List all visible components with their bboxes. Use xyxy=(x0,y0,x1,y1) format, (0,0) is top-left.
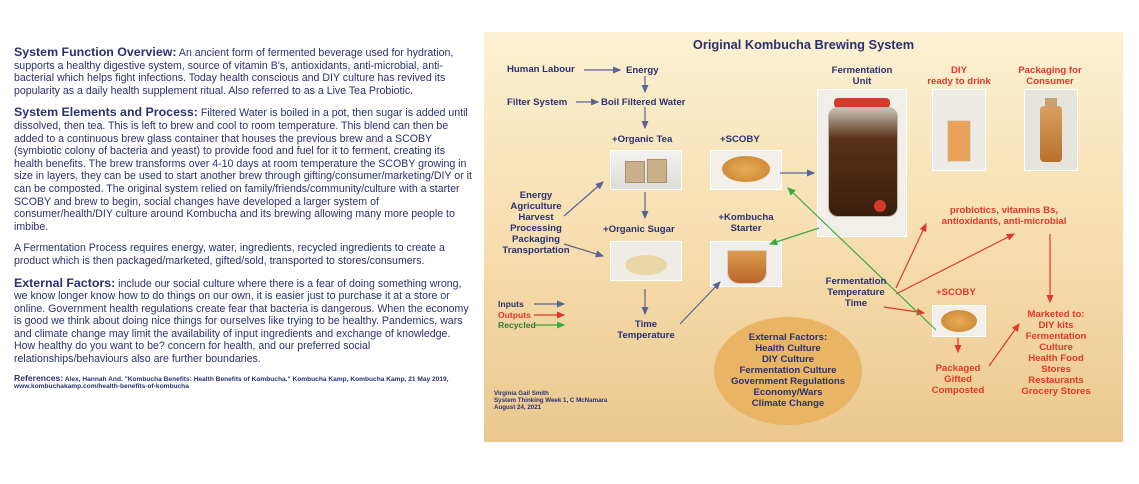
overview-heading: System Function Overview: xyxy=(14,45,177,59)
process-paragraph: A Fermentation Process requires energy, … xyxy=(14,242,445,267)
ferm-temp-time-line1: Fermentation xyxy=(825,276,887,287)
arrow-time-starter xyxy=(679,281,721,325)
packaging-consumer-label: Packaging for Consumer xyxy=(1008,65,1092,87)
arrow-recycled-starter xyxy=(768,227,820,246)
marketed-item: Stores xyxy=(1041,364,1071,375)
packaged-item: Gifted xyxy=(944,374,972,385)
references: References: Alex, Hannah And. "Kombucha … xyxy=(14,372,474,391)
marketed-item: Restaurants xyxy=(1028,375,1084,386)
fermentation-unit-line2: Unit xyxy=(852,76,872,87)
packaging-consumer-line1: Packaging for xyxy=(1018,65,1082,76)
time-temp-line1: Time xyxy=(634,319,658,330)
references-heading: References: xyxy=(14,372,64,383)
energy-label: Energy xyxy=(626,65,659,76)
organic-sugar-label: +Organic Sugar xyxy=(603,224,675,235)
external-factor-item: Government Regulations xyxy=(730,376,846,387)
kombucha-starter-label: +Kombucha Starter xyxy=(708,212,784,234)
tea-bags-photo xyxy=(610,150,682,190)
benefits-line1: probiotics, vitamins Bs, xyxy=(949,205,1059,216)
kombucha-starter-photo xyxy=(710,241,782,287)
marketed-item: Marketed to: xyxy=(1027,309,1085,320)
fermentation-unit-label: Fermentation Unit xyxy=(814,65,910,87)
sugar-photo xyxy=(610,241,682,281)
description-column: System Function Overview: An ancient for… xyxy=(14,46,474,400)
diy-glass-photo xyxy=(932,89,986,171)
overview-text: An ancient form of fermented beverage us… xyxy=(14,47,454,97)
external-heading: External Factors: xyxy=(14,275,116,290)
time-temp-label: Time Temperature xyxy=(614,319,678,341)
input-item: Transportation xyxy=(502,245,570,256)
flow-arrows xyxy=(534,66,1054,367)
benefits-line2: antioxidants, anti-microbial xyxy=(941,216,1067,227)
kombucha-starter-line2: Starter xyxy=(730,223,762,234)
marketed-item: Fermentation xyxy=(1025,331,1087,342)
packaged-item: Packaged xyxy=(935,363,981,374)
organic-tea-label: +Organic Tea xyxy=(612,134,673,145)
marketed-item: Culture xyxy=(1039,342,1073,353)
external-factor-item: Fermentation Culture xyxy=(739,365,837,376)
arrow-recycled-scoby xyxy=(787,187,937,331)
credit-line: System Thinking Week 1, C McNamara xyxy=(494,397,608,404)
diy-ready-line1: DIY xyxy=(951,65,967,76)
arrow-packaged-marketed xyxy=(988,323,1020,367)
packaged-bottle-photo xyxy=(1024,89,1078,171)
external-factors-label: External Factors: Health Culture DIY Cul… xyxy=(714,332,862,409)
scoby-output-photo xyxy=(932,305,986,337)
fermentation-unit-line1: Fermentation xyxy=(831,65,893,76)
marketed-label: Marketed to: DIY kits Fermentation Cultu… xyxy=(1008,309,1104,397)
legend-outputs-label: Outputs xyxy=(498,310,531,320)
external-text: include our social culture where there i… xyxy=(14,277,469,366)
references-text: Alex, Hannah And. "Kombucha Benefits: He… xyxy=(14,375,449,391)
system-diagram: Original Kombucha Brewing System Human L… xyxy=(484,32,1123,442)
human-labour-label: Human Labour xyxy=(507,64,575,75)
legend-recycled-label: Recycled xyxy=(498,320,536,330)
input-item: Processing xyxy=(510,223,562,234)
ferm-temp-time-label: Fermentation Temperature Time xyxy=(812,276,900,309)
scoby-output-label: +SCOBY xyxy=(936,287,976,298)
marketed-item: Grocery Stores xyxy=(1021,386,1091,397)
input-item: Agriculture xyxy=(510,201,562,212)
packaged-item: Composted xyxy=(931,385,985,396)
inputs-list: Energy Agriculture Harvest Processing Pa… xyxy=(492,190,580,256)
external-factor-item: Economy/Wars xyxy=(753,387,823,398)
diy-ready-line2: ready to drink xyxy=(927,76,991,87)
external-paragraph: External Factors: include our social cul… xyxy=(14,275,474,366)
time-temp-line2: Temperature xyxy=(617,330,675,341)
scoby-top-label: +SCOBY xyxy=(720,134,760,145)
external-factor-item: DIY Culture xyxy=(761,354,815,365)
external-factor-item: Climate Change xyxy=(751,398,825,409)
filter-system-label: Filter System xyxy=(507,97,568,108)
fermentation-jar-photo xyxy=(817,89,907,237)
benefits-label: probiotics, vitamins Bs, antioxidants, a… xyxy=(924,205,1084,227)
arrow-inputs-tea xyxy=(563,181,604,217)
external-factor-item: External Factors: xyxy=(748,332,828,343)
external-factor-item: Health Culture xyxy=(755,343,821,354)
credit-line: Virginia Gail Smith xyxy=(494,390,549,397)
arrow-inputs-sugar xyxy=(563,243,605,258)
input-item: Packaging xyxy=(512,234,560,245)
credit-line: August 24, 2021 xyxy=(494,404,542,411)
marketed-item: DIY kits xyxy=(1038,320,1074,331)
kombucha-starter-line1: +Kombucha xyxy=(718,212,774,223)
elements-heading: System Elements and Process: xyxy=(14,105,198,120)
arrow-to-packaging xyxy=(895,233,1016,295)
input-item: Harvest xyxy=(518,212,554,223)
elements-paragraph: System Elements and Process: Filtered Wa… xyxy=(14,106,474,233)
input-item: Energy xyxy=(519,190,553,201)
ferm-temp-time-line2: Temperature xyxy=(827,287,885,298)
packaging-consumer-line2: Consumer xyxy=(1026,76,1074,87)
diagram-title: Original Kombucha Brewing System xyxy=(692,37,915,52)
arrow-to-benefits xyxy=(895,222,927,289)
overview-paragraph: System Function Overview: An ancient for… xyxy=(14,46,474,97)
external-factors-oval xyxy=(714,317,862,425)
marketed-item: Health Food xyxy=(1028,353,1084,364)
diy-ready-label: DIY ready to drink xyxy=(919,65,999,87)
packaged-label: Packaged Gifted Composted xyxy=(920,363,996,396)
boil-water-label: Boil Filtered Water xyxy=(601,97,686,108)
author-credit: Virginia Gail Smith System Thinking Week… xyxy=(494,390,607,411)
scoby-plate-photo xyxy=(710,150,782,190)
legend-inputs-label: Inputs xyxy=(498,299,524,309)
elements-text: Filtered Water is boiled in a pot, then … xyxy=(14,107,472,233)
ferm-temp-time-line3: Time xyxy=(844,298,868,309)
